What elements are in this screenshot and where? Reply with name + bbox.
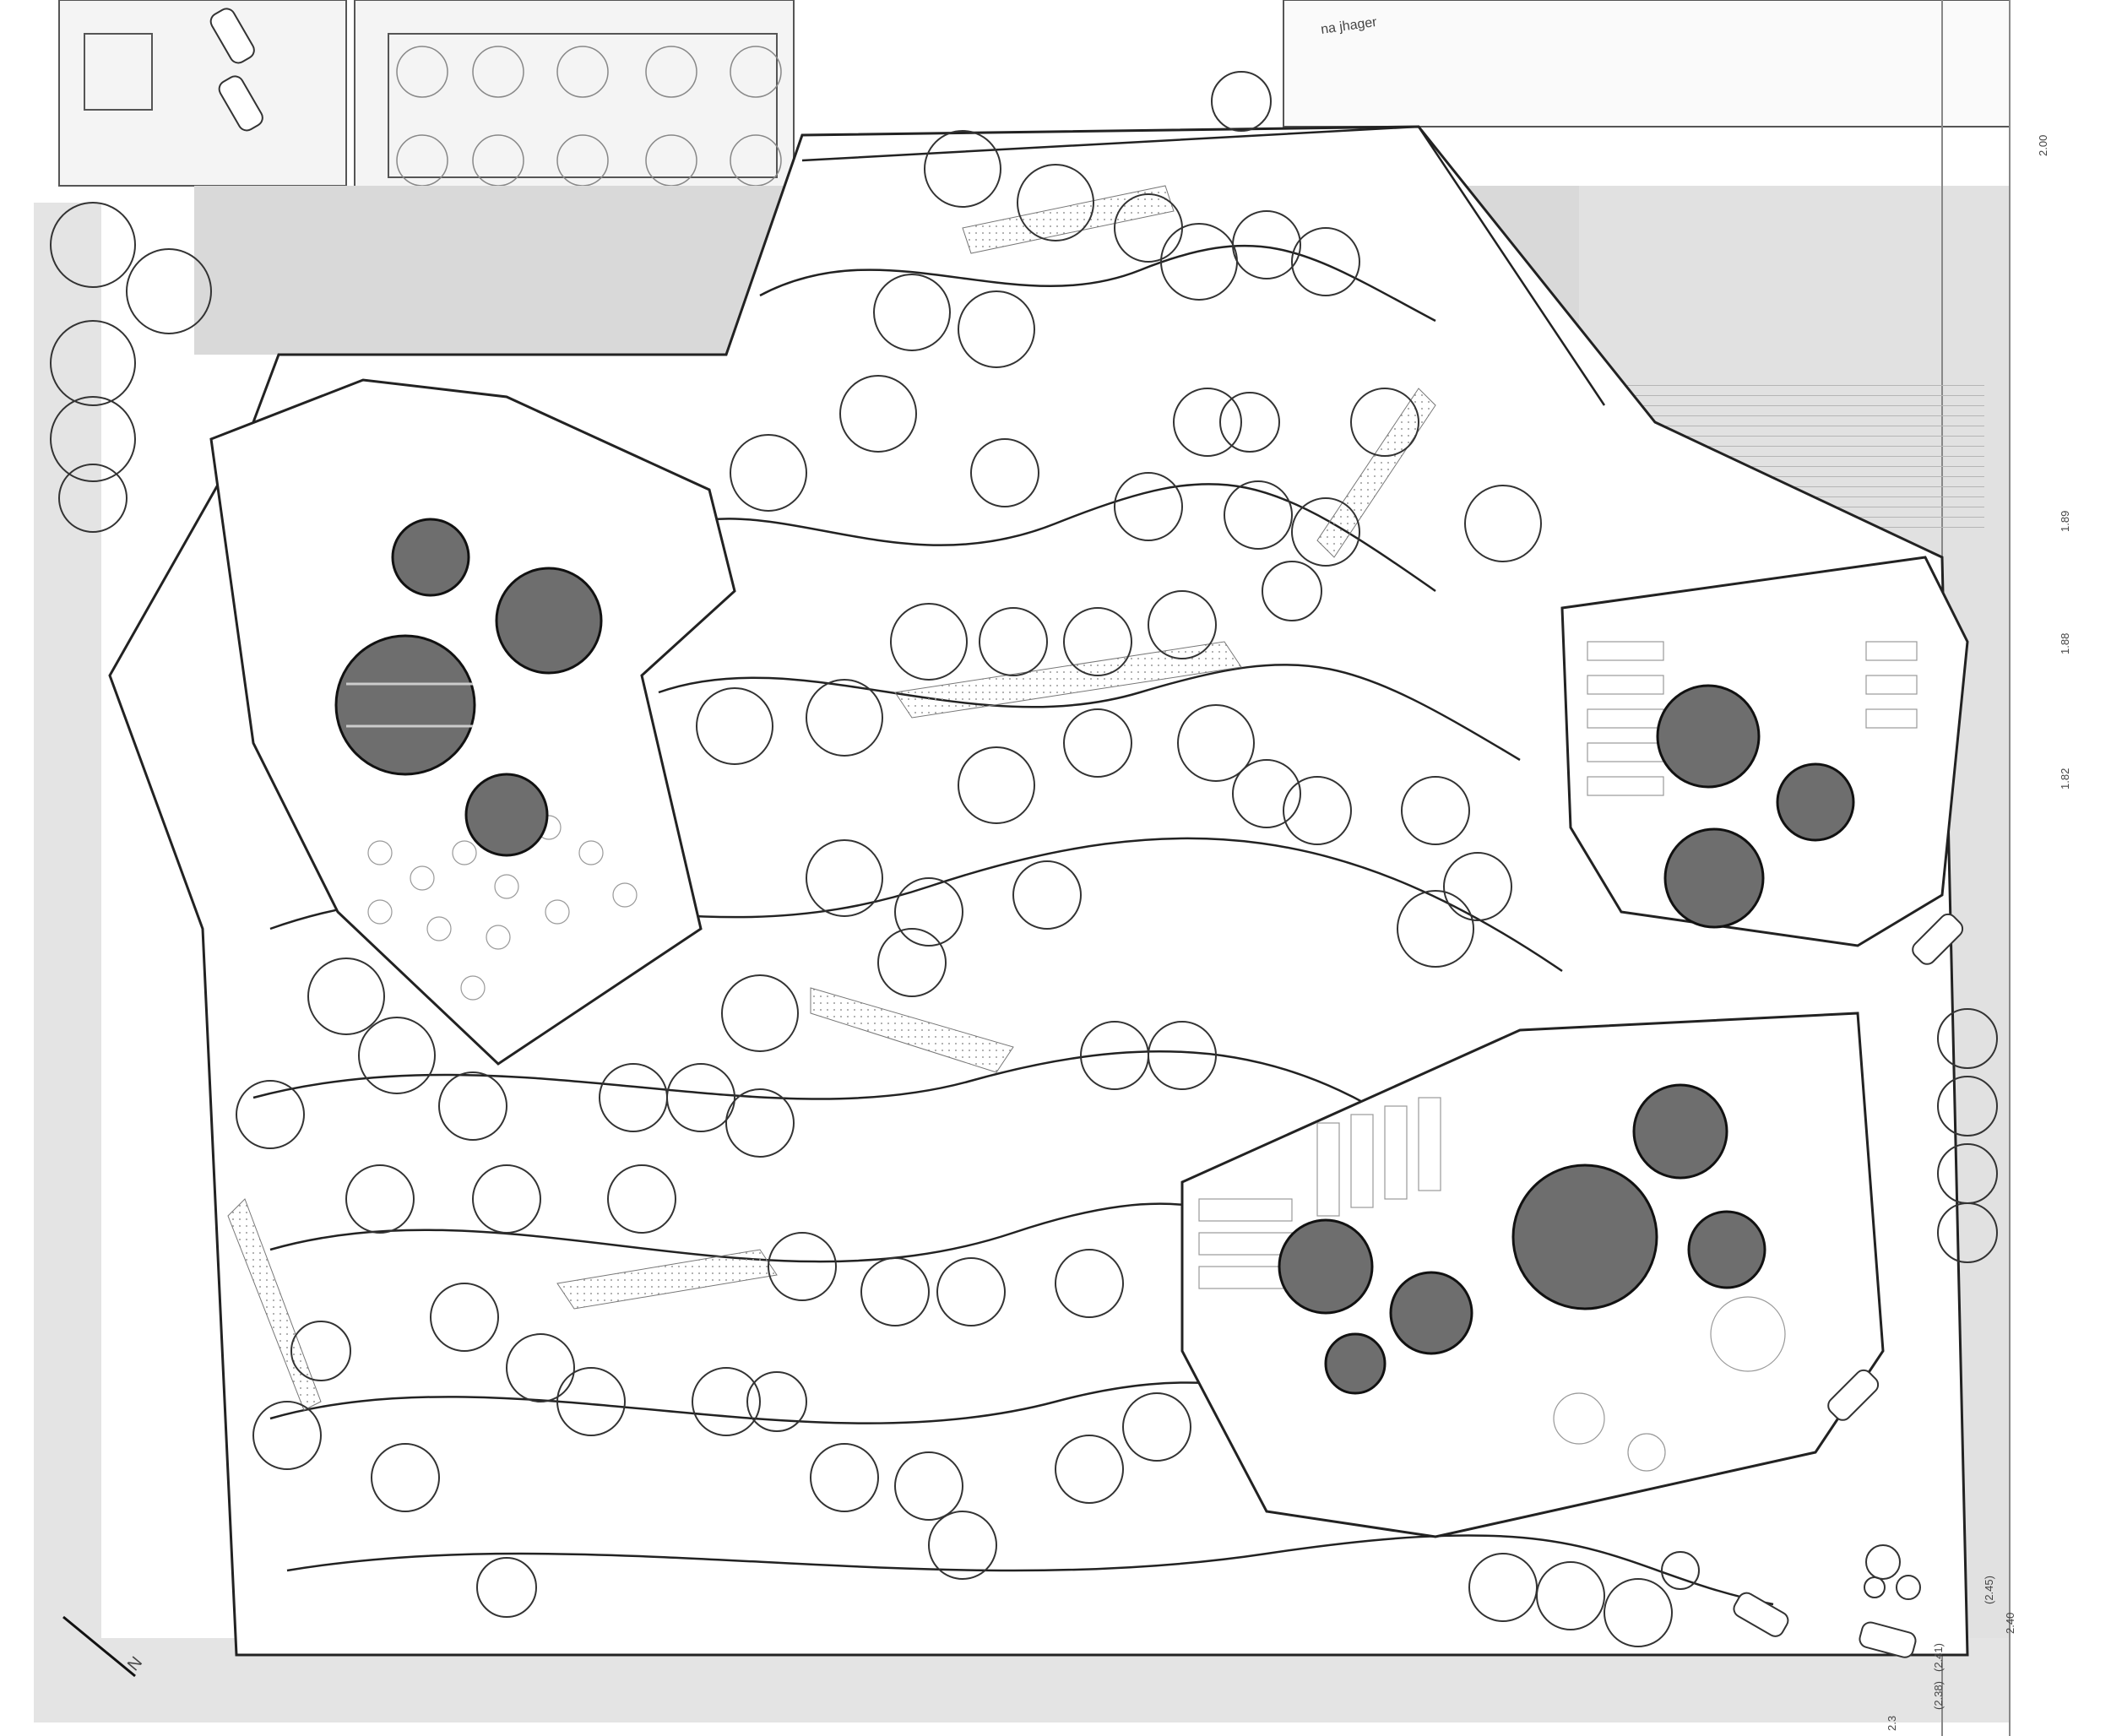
dimension-label: 2.40: [2004, 1613, 2016, 1634]
parked-cars: [209, 8, 1964, 1658]
dimension-label: 2.00: [2037, 135, 2049, 156]
building-east: [1560, 556, 1969, 947]
bollards: [1661, 1544, 1921, 1600]
courtyard-trees-top: [396, 46, 782, 187]
core-cylinders-west: [334, 518, 603, 857]
dimension-labels: 2.00 1.89 1.88 1.82 (2.45) 2.40 (2.41) (…: [1886, 135, 2071, 1731]
dimension-label: 1.82: [2059, 768, 2071, 789]
dimension-label: (2.41): [1932, 1643, 1945, 1672]
dimension-label: 2.3: [1886, 1716, 1898, 1731]
tree-canopies: [50, 71, 1998, 1647]
core-cylinders-east: [1656, 684, 1855, 929]
hatched-ramps: [227, 185, 1436, 1411]
dimension-label: 1.88: [2059, 633, 2071, 654]
dimension-label: (2.38): [1932, 1681, 1945, 1710]
dimension-label: 1.89: [2059, 511, 2071, 532]
core-cylinders-south-east: [1278, 1083, 1766, 1395]
existing-building-top-left: [58, 0, 2011, 195]
dimension-label: (2.45): [1983, 1576, 1995, 1604]
